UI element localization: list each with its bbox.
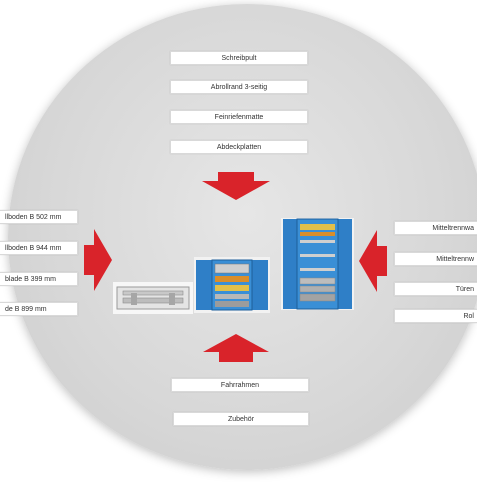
label-schublade-899: de B 899 mm xyxy=(0,302,78,316)
label-abdeckplatten: Abdeckplatten xyxy=(170,140,308,154)
background-circle xyxy=(8,4,477,470)
tall-cabinet-image xyxy=(281,218,354,310)
label-schreibpult: Schreibpult xyxy=(170,51,308,65)
label-mitteltrennwand-2: Mitteltrennw xyxy=(394,252,477,266)
label-schublade-399: blade B 399 mm xyxy=(0,272,78,286)
arrow-left-right xyxy=(359,230,387,292)
label-fachboden-502: llboden B 502 mm xyxy=(0,210,78,224)
arrow-right-left xyxy=(84,229,112,291)
label-zubehoer: Zubehör xyxy=(173,412,309,426)
label-abrollrand: Abrollrand 3-seitig xyxy=(170,80,308,94)
label-tueren: Türen xyxy=(394,282,477,296)
drawer-insert-image xyxy=(113,282,193,314)
arrow-up-bottom xyxy=(203,334,269,362)
label-fachboden-944: llboden B 944 mm xyxy=(0,241,78,255)
arrow-down-top xyxy=(202,172,270,200)
low-cabinet-image xyxy=(194,257,270,313)
label-mitteltrennwand-1: Mitteltrennwa xyxy=(394,221,477,235)
label-feinriefenmatte: Feinriefenmatte xyxy=(170,110,308,124)
label-fahrrahmen: Fahrrahmen xyxy=(171,378,309,392)
label-rollen: Rol xyxy=(394,309,477,323)
